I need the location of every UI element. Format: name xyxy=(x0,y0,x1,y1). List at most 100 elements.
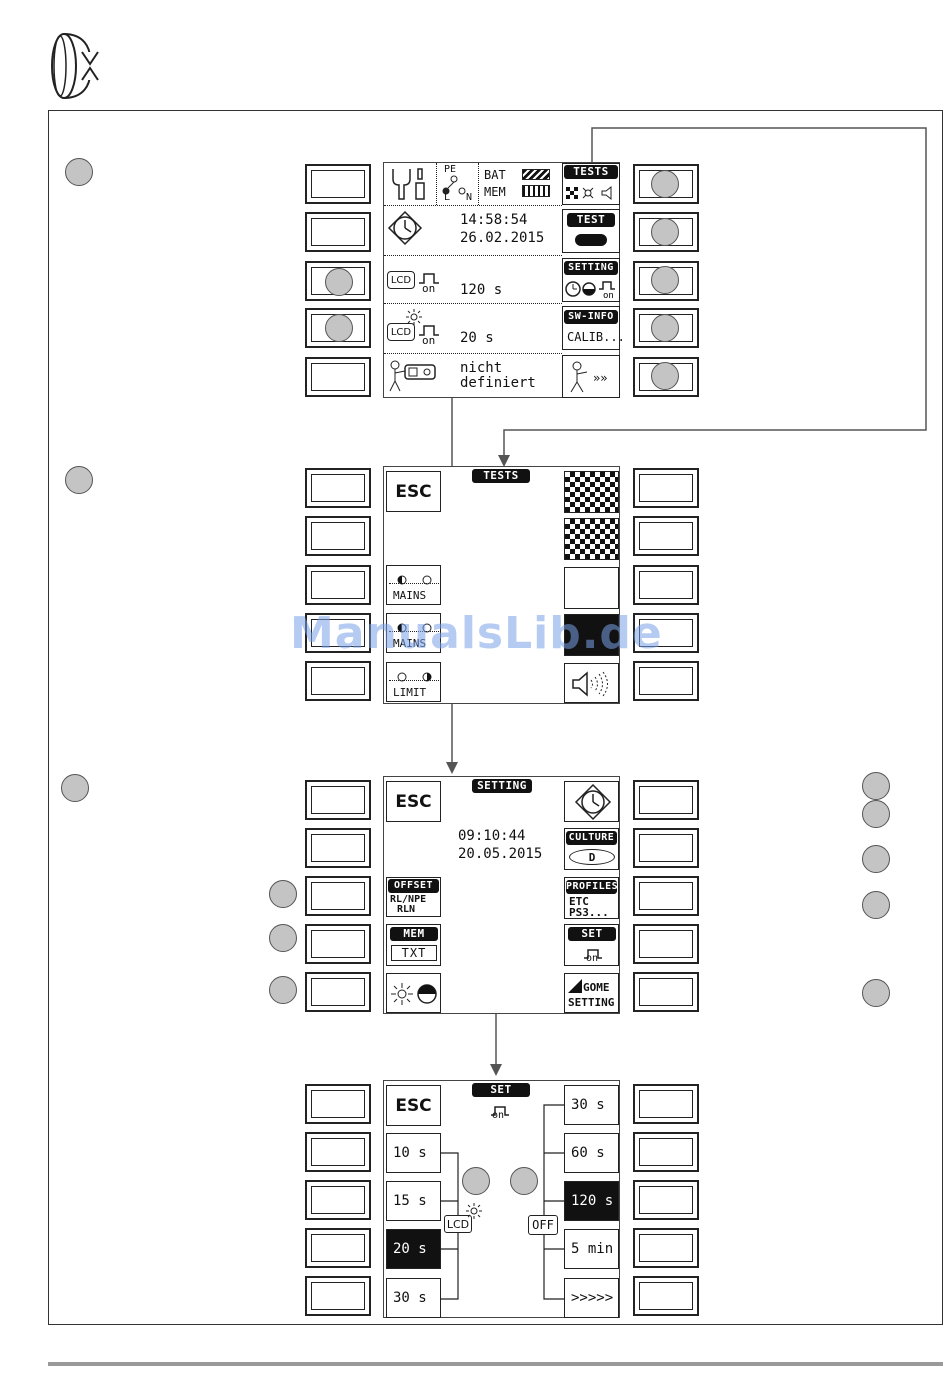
right-option-4[interactable]: 5 min xyxy=(564,1229,619,1269)
swinfo-cell[interactable]: SW-INFO CALIB... xyxy=(562,306,625,350)
mem-cell[interactable]: MEM TXT xyxy=(386,924,441,966)
soft-key-right-3[interactable] xyxy=(633,1180,699,1220)
soft-key-right-4[interactable] xyxy=(633,613,699,653)
setting-icons: on xyxy=(565,279,619,303)
person-arrow-icon xyxy=(567,360,591,398)
soft-key-right-5[interactable] xyxy=(633,661,699,701)
test-label: TEST xyxy=(567,213,615,227)
set-screen-title: SET xyxy=(472,1083,530,1097)
speaker-test[interactable] xyxy=(564,663,619,703)
black-test[interactable] xyxy=(564,614,619,656)
setting-time: 09:10:44 xyxy=(458,828,526,844)
soft-key-right-2[interactable] xyxy=(633,516,699,556)
profile-line-2: definiert xyxy=(460,375,536,391)
bat-label: BAT xyxy=(484,168,506,182)
battery-test-icon xyxy=(575,234,607,246)
culture-value: D xyxy=(569,849,615,865)
marker-right-3 xyxy=(862,891,890,919)
soft-key-left-3[interactable] xyxy=(305,565,371,605)
soft-key-left-2[interactable] xyxy=(305,212,371,252)
profiles-cell[interactable]: PROFILES ETC PS3... xyxy=(564,877,619,919)
soft-key-left-3[interactable] xyxy=(305,1180,371,1220)
right-option-5[interactable]: >>>>> xyxy=(564,1278,619,1318)
soft-key-left-5[interactable] xyxy=(305,1276,371,1316)
soft-key-left-5[interactable] xyxy=(305,357,371,397)
left-option-1[interactable]: 10 s xyxy=(386,1133,441,1173)
soft-key-right-5[interactable] xyxy=(633,1276,699,1316)
culture-cell[interactable]: CULTURE D xyxy=(564,828,619,870)
tests-label: TESTS xyxy=(564,165,618,179)
esc-button[interactable]: ESC xyxy=(386,1085,441,1126)
diagram-frame xyxy=(48,110,943,1325)
limit-dots-icon xyxy=(397,667,433,686)
profile-more-cell[interactable]: »» xyxy=(562,355,620,398)
txt-box: TXT xyxy=(391,945,437,961)
right-option-2[interactable]: 60 s xyxy=(564,1133,619,1173)
plug-terminal-icon xyxy=(440,175,476,203)
probe-icon xyxy=(390,167,432,205)
on-pulse-icon xyxy=(418,269,440,288)
soft-key-right-2[interactable] xyxy=(633,1132,699,1172)
soft-key-left-1[interactable] xyxy=(305,468,371,508)
soft-key-left-2[interactable] xyxy=(305,828,371,868)
mains-2-cell[interactable]: MAINS xyxy=(386,613,441,653)
soft-key-right-4[interactable] xyxy=(633,1228,699,1268)
marker-right-3 xyxy=(651,266,679,294)
main-screen: PE L N BAT MEM 14:58:54 26.02.2015 LCD o… xyxy=(383,162,625,398)
brightness-cell[interactable] xyxy=(386,973,441,1013)
set-on-label: on xyxy=(492,1110,505,1121)
setting-cell[interactable]: SETTING on xyxy=(562,258,620,302)
soft-key-left-4[interactable] xyxy=(305,613,371,653)
soft-key-right-4[interactable] xyxy=(633,924,699,964)
clock-set-cell[interactable] xyxy=(564,781,619,822)
soft-key-left-2[interactable] xyxy=(305,516,371,556)
right-option-3-selected[interactable]: 120 s xyxy=(564,1181,619,1221)
mains-cell[interactable]: MAINS xyxy=(386,565,441,605)
left-option-2[interactable]: 15 s xyxy=(386,1181,441,1221)
swinfo-label: SW-INFO xyxy=(564,310,618,324)
soft-key-left-1[interactable] xyxy=(305,1084,371,1124)
soft-key-right-2[interactable] xyxy=(633,828,699,868)
soft-key-left-5[interactable] xyxy=(305,661,371,701)
esc-button[interactable]: ESC xyxy=(386,781,441,822)
marker-right-1a xyxy=(862,772,890,800)
soft-key-left-4[interactable] xyxy=(305,924,371,964)
marker-right-1 xyxy=(651,170,679,198)
checker-test-1[interactable] xyxy=(564,471,619,513)
mains-dots-icon xyxy=(397,618,433,637)
step-marker-2 xyxy=(65,466,93,494)
on-label: on xyxy=(422,282,436,295)
tests-screen: TESTS ESC MAINS MAINS LIMIT xyxy=(383,466,620,704)
limit-cell[interactable]: LIMIT xyxy=(386,662,441,702)
offset-cell[interactable]: OFFSET RL/NPE RLN xyxy=(386,877,441,917)
white-test[interactable] xyxy=(564,567,619,609)
soft-key-right-3[interactable] xyxy=(633,565,699,605)
soft-key-left-3[interactable] xyxy=(305,876,371,916)
tests-cell[interactable]: TESTS xyxy=(562,163,620,205)
left-option-4[interactable]: 30 s xyxy=(386,1278,441,1318)
mains-label: MAINS xyxy=(393,589,427,602)
soft-key-left-1[interactable] xyxy=(305,164,371,204)
soft-key-left-4[interactable] xyxy=(305,1228,371,1268)
soft-key-left-5[interactable] xyxy=(305,972,371,1012)
set-cell[interactable]: SET on xyxy=(564,924,619,966)
signal-icon xyxy=(568,978,582,997)
esc-button[interactable]: ESC xyxy=(386,471,441,512)
left-option-3-selected[interactable]: 20 s xyxy=(386,1229,441,1269)
rotate-cycle-icon xyxy=(46,30,102,102)
soft-key-right-1[interactable] xyxy=(633,780,699,820)
soft-key-right-1[interactable] xyxy=(633,468,699,508)
clock-icon xyxy=(387,210,423,249)
offset-label: OFFSET xyxy=(388,879,439,893)
lcd-icon: LCD xyxy=(387,271,415,289)
gome-setting-cell[interactable]: GOME SETTING xyxy=(564,973,619,1013)
soft-key-left-1[interactable] xyxy=(305,780,371,820)
test-cell[interactable]: TEST xyxy=(562,209,620,253)
soft-key-left-2[interactable] xyxy=(305,1132,371,1172)
soft-key-right-5[interactable] xyxy=(633,972,699,1012)
soft-key-right-1[interactable] xyxy=(633,1084,699,1124)
checker-test-2[interactable] xyxy=(564,518,619,560)
setting-label: SETTING xyxy=(564,261,618,275)
right-option-1[interactable]: 30 s xyxy=(564,1085,619,1125)
soft-key-right-3[interactable] xyxy=(633,876,699,916)
